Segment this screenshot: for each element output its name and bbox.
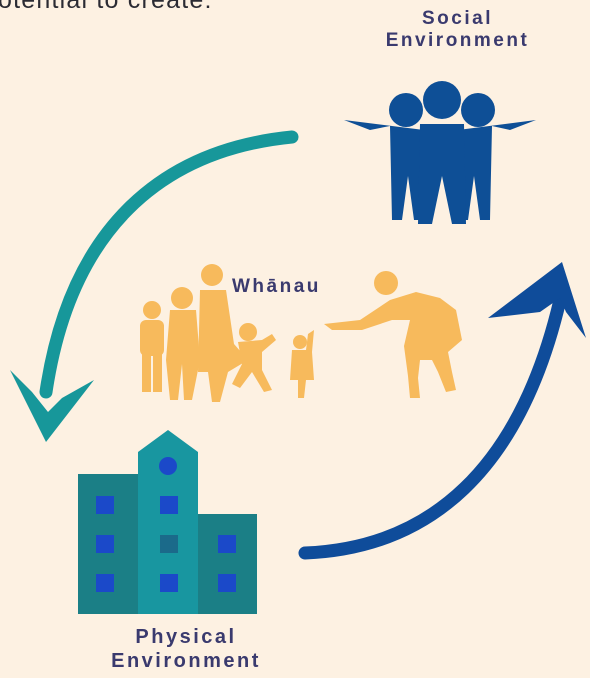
physical-label-line2: Environment [111, 649, 261, 672]
social-environment-label: Social Environment [350, 8, 565, 53]
intro-text: otential to create: [0, 0, 213, 14]
people-group-icon [344, 81, 536, 224]
physical-label-line1: Physical [135, 626, 237, 648]
physical-environment-label: Physical Environment [86, 626, 286, 673]
whanau-label: Whānau [232, 276, 321, 297]
family-silhouette-icon [140, 264, 462, 402]
social-label-line2: Environment [385, 30, 530, 52]
social-label-line1: Social [422, 8, 493, 29]
building-windows [96, 496, 236, 592]
blue-curved-arrow-icon [298, 262, 586, 560]
building-icon [78, 430, 257, 614]
teal-curved-arrow-icon [10, 130, 299, 442]
